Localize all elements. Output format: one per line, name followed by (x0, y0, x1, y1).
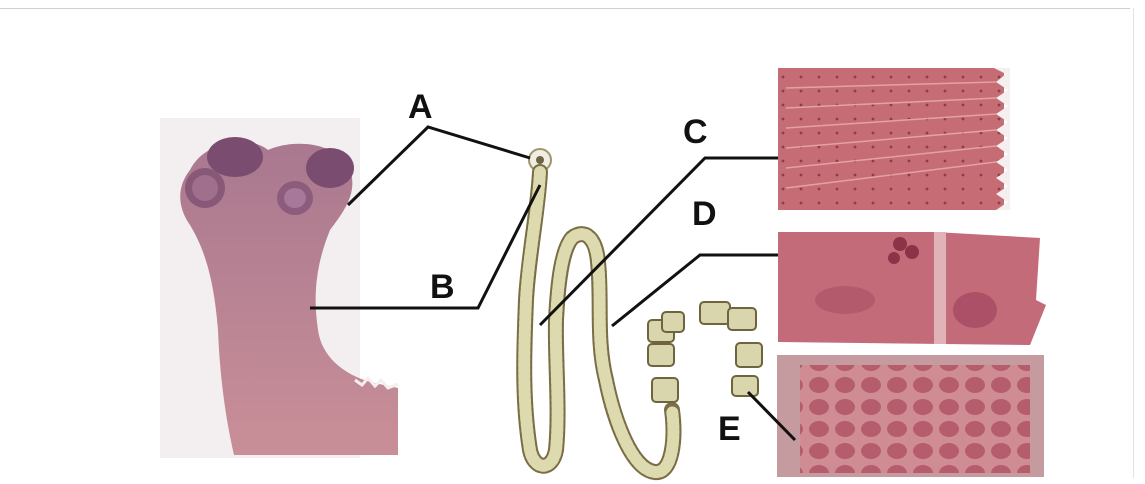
scolex-micrograph (160, 118, 398, 458)
gravid-proglottid-micrograph (777, 355, 1044, 477)
label-d: D (692, 195, 717, 233)
immature-proglottid-micrograph (778, 68, 1010, 210)
label-b: B (430, 268, 455, 306)
mature-proglottid-micrograph (778, 232, 1046, 345)
label-c: C (683, 113, 708, 151)
label-e: E (718, 410, 741, 448)
leader-line-a (348, 127, 530, 205)
label-a: A (408, 88, 433, 126)
